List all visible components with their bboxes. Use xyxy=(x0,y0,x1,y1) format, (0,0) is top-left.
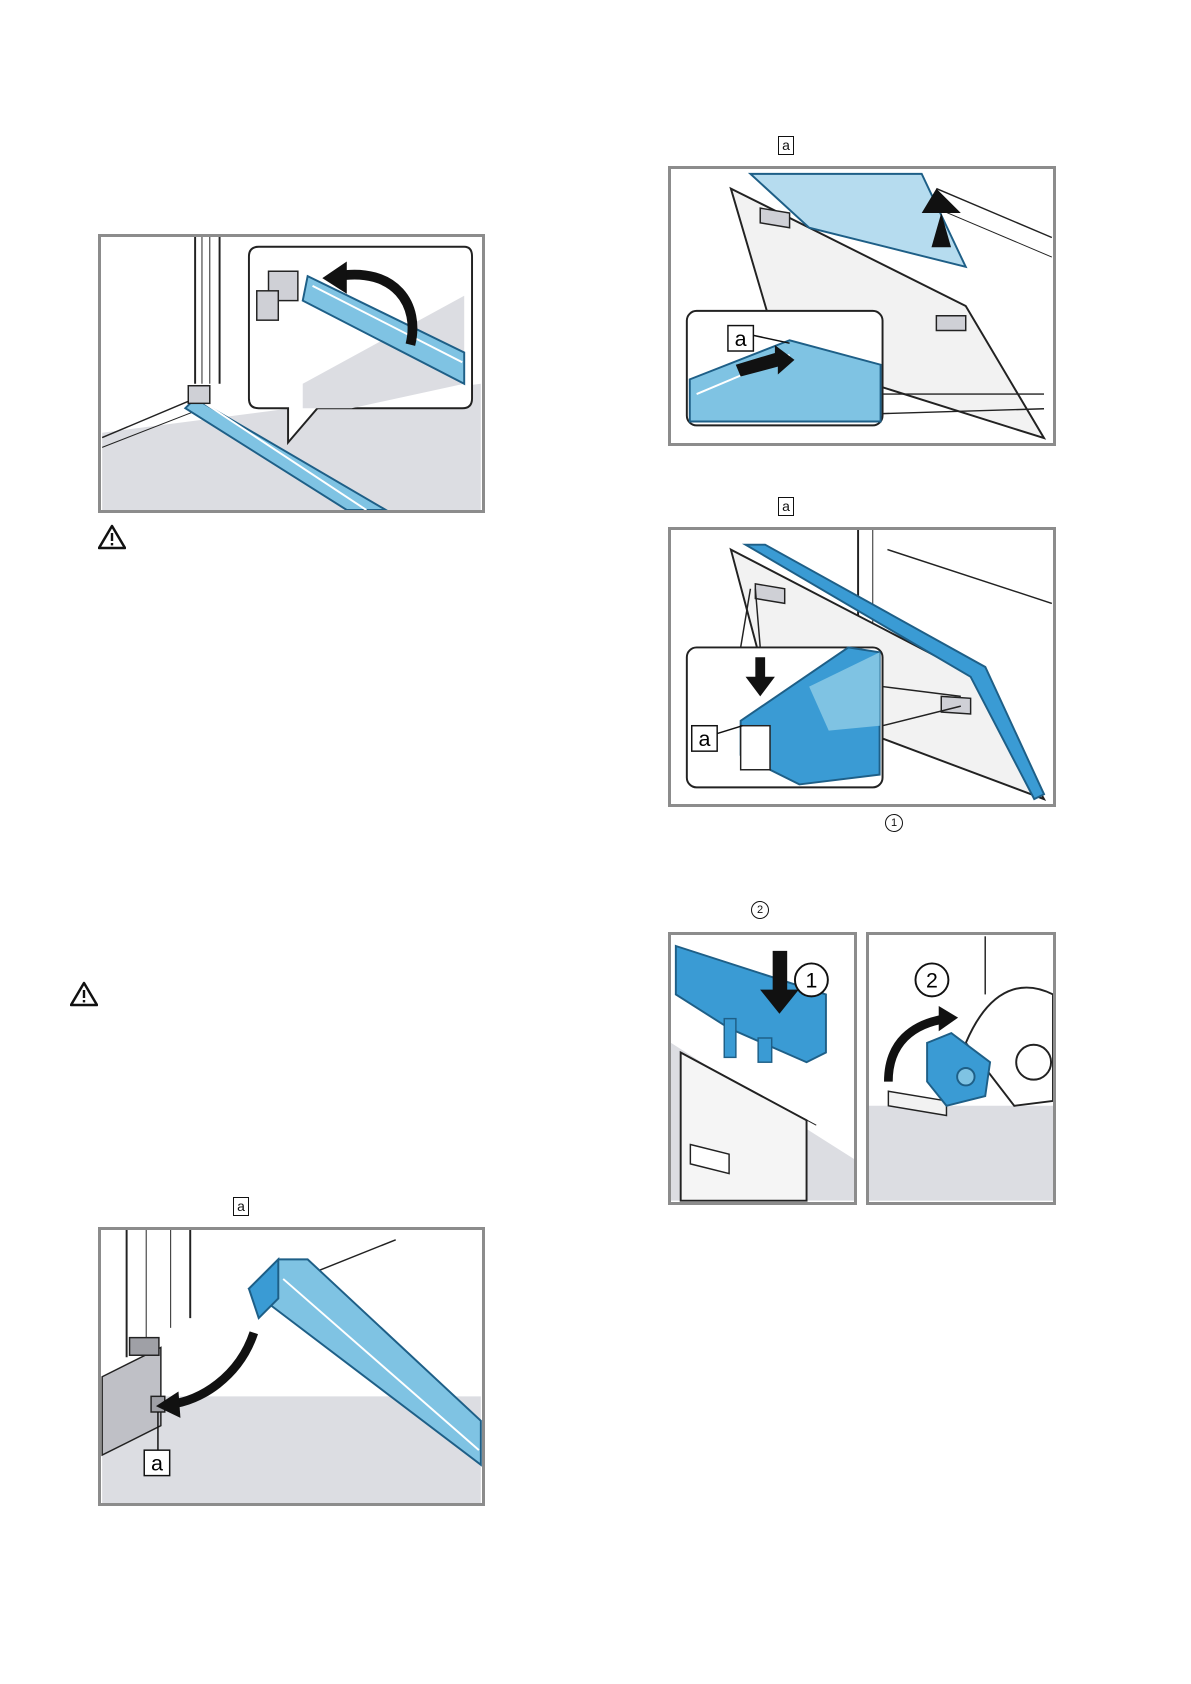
step-text-2: 2 xyxy=(926,969,938,993)
illustration-lift-glass-pane xyxy=(101,237,482,510)
callout-text-a: a xyxy=(698,727,710,751)
figure-flip-lever: 2 xyxy=(866,932,1056,1205)
callout-label-a: a xyxy=(778,497,794,516)
figure-press-glass-bracket: a xyxy=(668,527,1056,807)
figure-insert-glass-pane: a xyxy=(668,166,1056,446)
step-text-1: 1 xyxy=(805,969,817,993)
warning-triangle-icon xyxy=(98,524,126,550)
step-number-2: 2 xyxy=(751,901,769,919)
step-number-1: 1 xyxy=(885,814,903,832)
callout-label-a: a xyxy=(233,1197,249,1216)
illustration-push-clip-down: 1 xyxy=(671,935,854,1202)
figure-lift-glass-pane xyxy=(98,234,485,513)
illustration-attach-glass-hook: a xyxy=(101,1230,482,1503)
illustration-press-glass-bracket: a xyxy=(671,530,1053,804)
callout-label-a: a xyxy=(778,136,794,155)
figure-push-clip-down: 1 xyxy=(668,932,857,1205)
illustration-insert-glass-pane: a xyxy=(671,169,1053,443)
warning-triangle-icon xyxy=(70,981,98,1007)
callout-text-a: a xyxy=(735,327,747,351)
figure-attach-glass-hook: a xyxy=(98,1227,485,1506)
illustration-flip-lever: 2 xyxy=(869,935,1053,1202)
callout-text-a: a xyxy=(151,1452,163,1476)
